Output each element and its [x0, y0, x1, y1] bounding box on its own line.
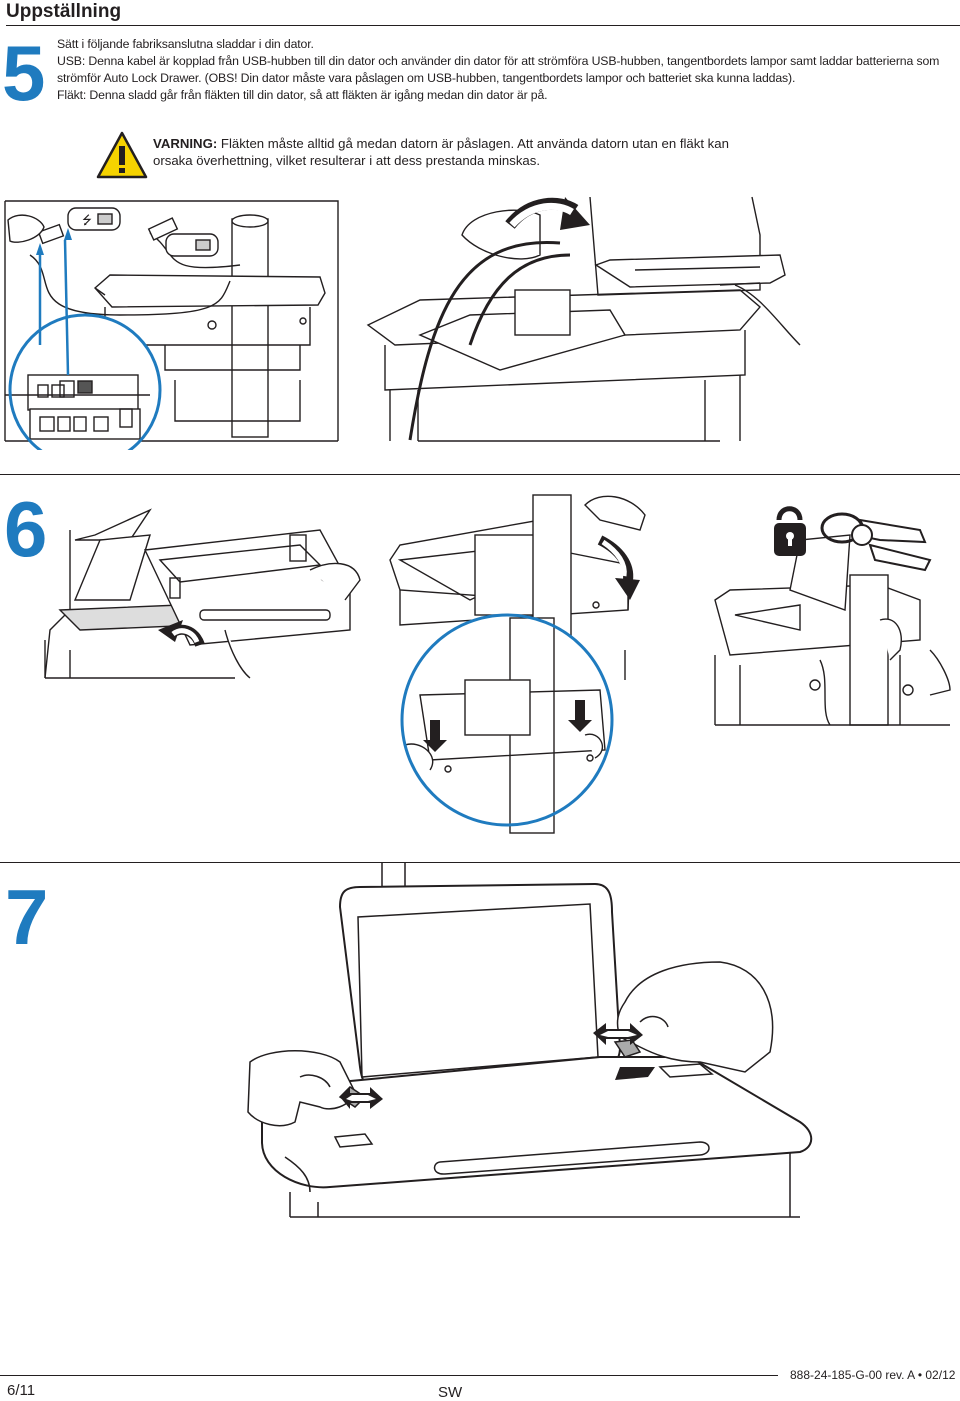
warning-triangle-icon: [96, 131, 148, 179]
step5-illustration: ⭍: [4, 196, 801, 450]
step5-line-4: Fläkt: Denna sladd går från fläkten till…: [57, 88, 548, 102]
padlock-icon: [774, 506, 806, 556]
warning-line-1: Fläkten måste alltid gå medan datorn är …: [217, 136, 729, 151]
step7-illustration: [247, 862, 813, 1218]
step5-line-1: Sätt i följande fabriksanslutna sladdar …: [57, 37, 314, 51]
svg-text:⭍: ⭍: [82, 213, 92, 227]
keys-icon: [820, 512, 932, 572]
section-divider: [0, 474, 960, 475]
step-number-6: 6: [4, 485, 48, 573]
step-number-7: 7: [5, 873, 49, 961]
footer-rule: [0, 1375, 778, 1376]
page-number: 6/11: [7, 1382, 36, 1399]
document-number: 888-24-185-G-00 rev. A • 02/12: [790, 1368, 956, 1382]
step5-instructions: Sätt i följande fabriksanslutna sladdar …: [57, 36, 952, 104]
step-number-5: 5: [2, 29, 46, 117]
header-rule: [6, 25, 960, 26]
warning-text: VARNING: Fläkten måste alltid gå medan d…: [153, 135, 773, 169]
step5-line-2: USB: Denna kabel är kopplad från USB-hub…: [57, 54, 940, 68]
language-code: SW: [438, 1384, 463, 1401]
warning-line-2: orsaka överhettning, vilket resulterar i…: [153, 153, 541, 168]
step6-illustration: [44, 494, 951, 834]
warning-label: VARNING:: [153, 136, 218, 151]
section-divider: [0, 862, 960, 863]
step5-line-3: strömför Auto Lock Drawer. (OBS! Din dat…: [57, 71, 796, 85]
page-title: Uppställning: [6, 1, 122, 22]
